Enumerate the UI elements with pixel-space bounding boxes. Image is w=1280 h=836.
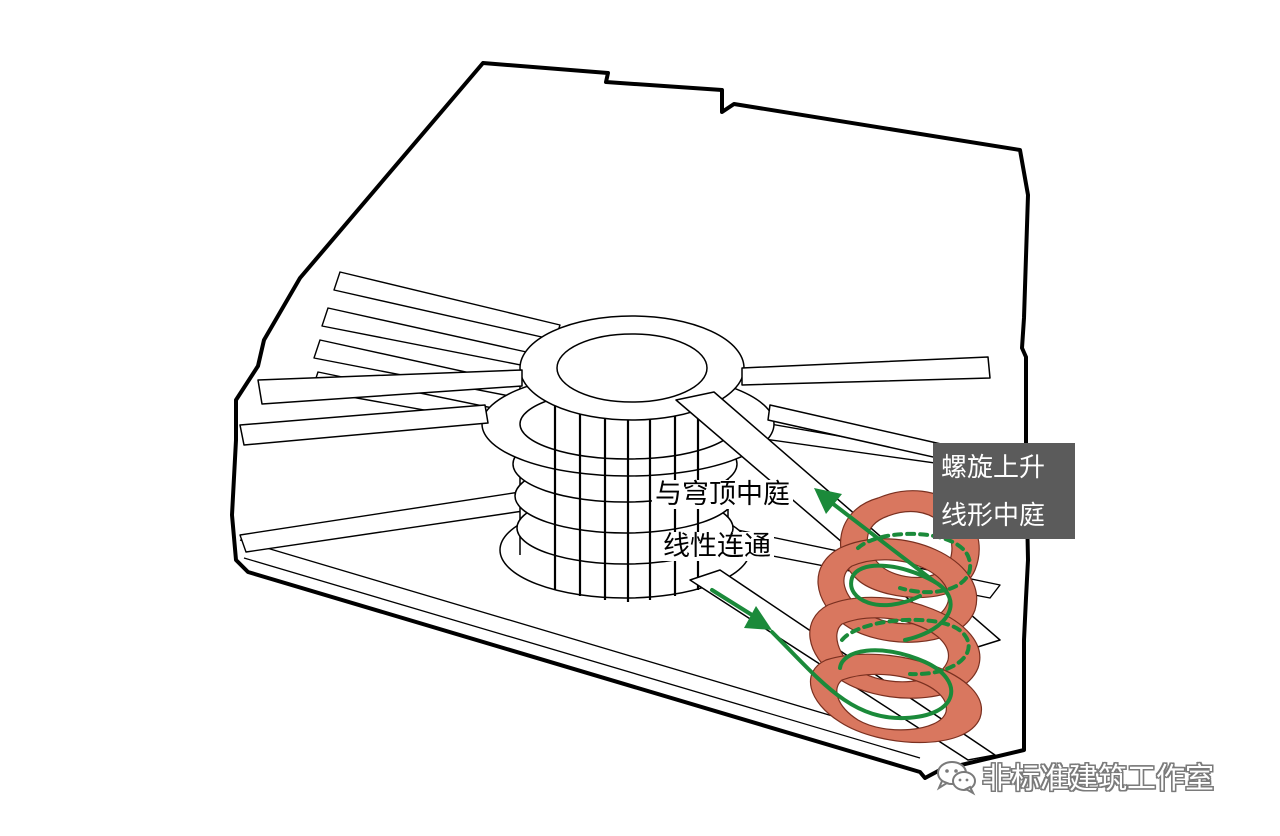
bridge-right-upper [741, 356, 991, 386]
label-linear-atrium: 线形中庭 [941, 501, 1046, 531]
label-dome-connection: 与穹顶中庭 [652, 480, 793, 509]
route-arrowhead-up [814, 488, 842, 514]
watermark: 非标准建筑工作室 [932, 756, 1214, 796]
floor-edge-lines [239, 539, 921, 759]
route-arrowhead-down [744, 606, 772, 630]
spiral-ramp [809, 490, 983, 744]
watermark-text: 非标准建筑工作室 [982, 761, 1215, 795]
bridge-left-lower [239, 404, 489, 446]
route-spiral-solid [770, 563, 954, 721]
route-arrow-up [826, 498, 937, 584]
wechat-logo-icon [936, 761, 976, 796]
label-linear-connection: 线性连通 [660, 532, 774, 561]
upper-bridges [239, 356, 1021, 477]
spiral-atrium-label-box: 螺旋上升 线形中庭 [933, 443, 1075, 539]
label-spiral-rise: 螺旋上升 [941, 453, 1046, 483]
route-spiral-dashed [840, 531, 973, 677]
circulation-route [710, 488, 973, 721]
core-top-hole [556, 333, 708, 403]
bridge-left-upper [257, 369, 523, 405]
